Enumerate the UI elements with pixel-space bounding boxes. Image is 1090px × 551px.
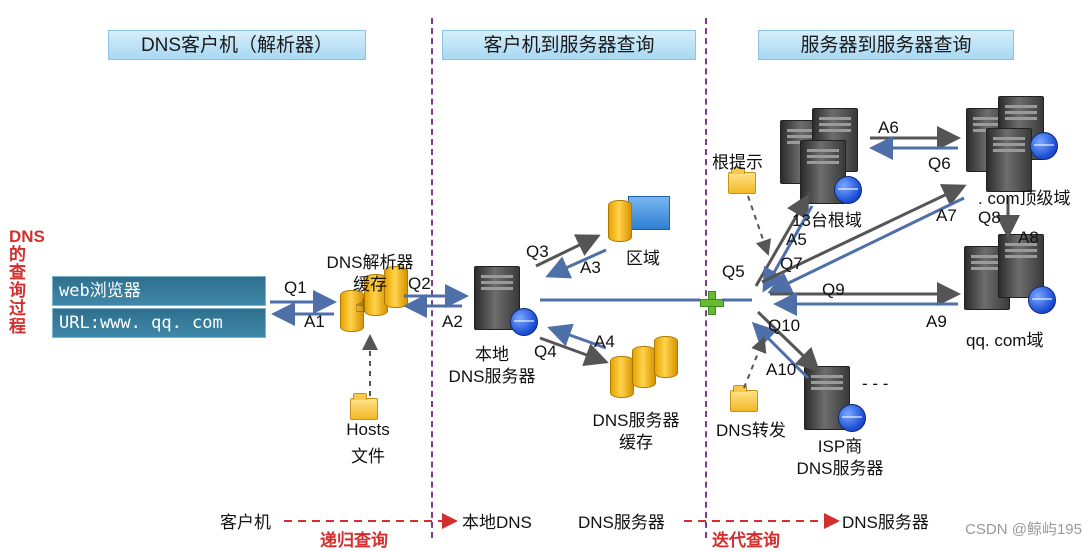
resolver-cache-label-2: 缓存 bbox=[353, 275, 387, 294]
arrow-a3 bbox=[545, 248, 607, 279]
dns-cache-label: DNS服务器 bbox=[592, 411, 680, 430]
header-client: DNS客户机（解析器） bbox=[108, 30, 366, 60]
local-dns-label: 本地 bbox=[475, 345, 509, 364]
web-browser-box: web浏览器 bbox=[52, 276, 266, 306]
arrow-root-hints bbox=[747, 195, 771, 256]
label-a7: A7 bbox=[936, 206, 957, 225]
globe-icon bbox=[834, 176, 862, 204]
hand-cursor-icon: ☝ bbox=[355, 296, 366, 316]
com-tld-server-icon bbox=[986, 128, 1032, 192]
junction-cross-icon bbox=[700, 291, 724, 315]
root-servers-label: 13台根域 bbox=[792, 211, 862, 230]
separator-right bbox=[705, 18, 707, 538]
label-a5: A5 bbox=[786, 230, 807, 249]
label-a1: A1 bbox=[304, 312, 325, 331]
local-dns-label-2: DNS服务器 bbox=[448, 367, 536, 386]
arrow-a7 bbox=[767, 196, 965, 294]
label-q10: Q10 bbox=[768, 316, 801, 335]
bottom-iterative-label: 迭代查询 bbox=[712, 531, 780, 550]
zone-cylinder-icon bbox=[608, 200, 632, 242]
arrow-q10 bbox=[756, 310, 821, 373]
root-hints-label: 根提示 bbox=[712, 153, 763, 172]
label-q6: Q6 bbox=[928, 154, 951, 173]
isp-label-2: DNS服务器 bbox=[796, 459, 884, 478]
hosts-label: Hosts bbox=[346, 420, 390, 439]
label-a2: A2 bbox=[442, 312, 463, 331]
label-q7: Q7 bbox=[780, 254, 803, 273]
isp-dots: - - - bbox=[862, 374, 889, 393]
label-q9: Q9 bbox=[822, 280, 845, 299]
label-q8: Q8 bbox=[978, 208, 1001, 227]
qq-domain-label: qq. com域 bbox=[966, 331, 1044, 350]
dns-cache-cylinder-icon bbox=[654, 336, 678, 378]
separator-left bbox=[431, 18, 433, 538]
bottom-dns-server-label-2: DNS服务器 bbox=[842, 513, 929, 532]
dns-cache-label-2: 缓存 bbox=[619, 433, 653, 452]
isp-label: ISP商 bbox=[817, 437, 863, 456]
bottom-dns-server-label: DNS服务器 bbox=[578, 513, 665, 532]
zone-cube-icon bbox=[628, 196, 670, 230]
url-box: URL:www. qq. com bbox=[52, 308, 266, 338]
com-tld-label: . com顶级域 bbox=[978, 189, 1071, 208]
label-a6: A6 bbox=[878, 118, 899, 137]
label-q3: Q3 bbox=[526, 242, 549, 261]
watermark: CSDN @鲸屿195 bbox=[965, 521, 1082, 538]
arrow-q7 bbox=[761, 184, 967, 284]
header-client-to-server: 客户机到服务器查询 bbox=[442, 30, 696, 60]
bottom-local-dns-label: 本地DNS bbox=[462, 513, 532, 532]
arrow-a10 bbox=[751, 321, 810, 380]
hosts-label-2: 文件 bbox=[351, 447, 385, 466]
label-a3: A3 bbox=[580, 258, 601, 277]
label-q1: Q1 bbox=[284, 278, 307, 297]
globe-icon bbox=[510, 308, 538, 336]
bottom-recursive-label: 递归查询 bbox=[320, 531, 388, 550]
header-server-to-server: 服务器到服务器查询 bbox=[758, 30, 1014, 60]
zone-label: 区域 bbox=[626, 249, 660, 268]
globe-icon bbox=[1030, 132, 1058, 160]
hosts-folder-icon bbox=[350, 393, 378, 420]
dns-forward-folder-icon bbox=[730, 385, 758, 412]
dns-forward-label: DNS转发 bbox=[716, 421, 786, 440]
label-a4: A4 bbox=[594, 332, 615, 351]
label-q2: Q2 bbox=[408, 274, 431, 293]
label-a10: A10 bbox=[766, 360, 797, 379]
resolver-cache-cylinder-icon bbox=[340, 290, 364, 332]
arrow-dns-forward bbox=[743, 336, 767, 389]
arrow-a4 bbox=[547, 323, 607, 350]
globe-icon bbox=[1028, 286, 1056, 314]
globe-icon bbox=[838, 404, 866, 432]
label-q5: Q5 bbox=[722, 262, 745, 281]
resolver-cache-label: DNS解析器 bbox=[326, 253, 414, 272]
root-hints-folder-icon bbox=[728, 167, 756, 194]
label-q4: Q4 bbox=[534, 342, 557, 361]
label-a9: A9 bbox=[926, 312, 947, 331]
bottom-client-label: 客户机 bbox=[220, 513, 271, 532]
label-a8: A8 bbox=[1018, 228, 1039, 247]
